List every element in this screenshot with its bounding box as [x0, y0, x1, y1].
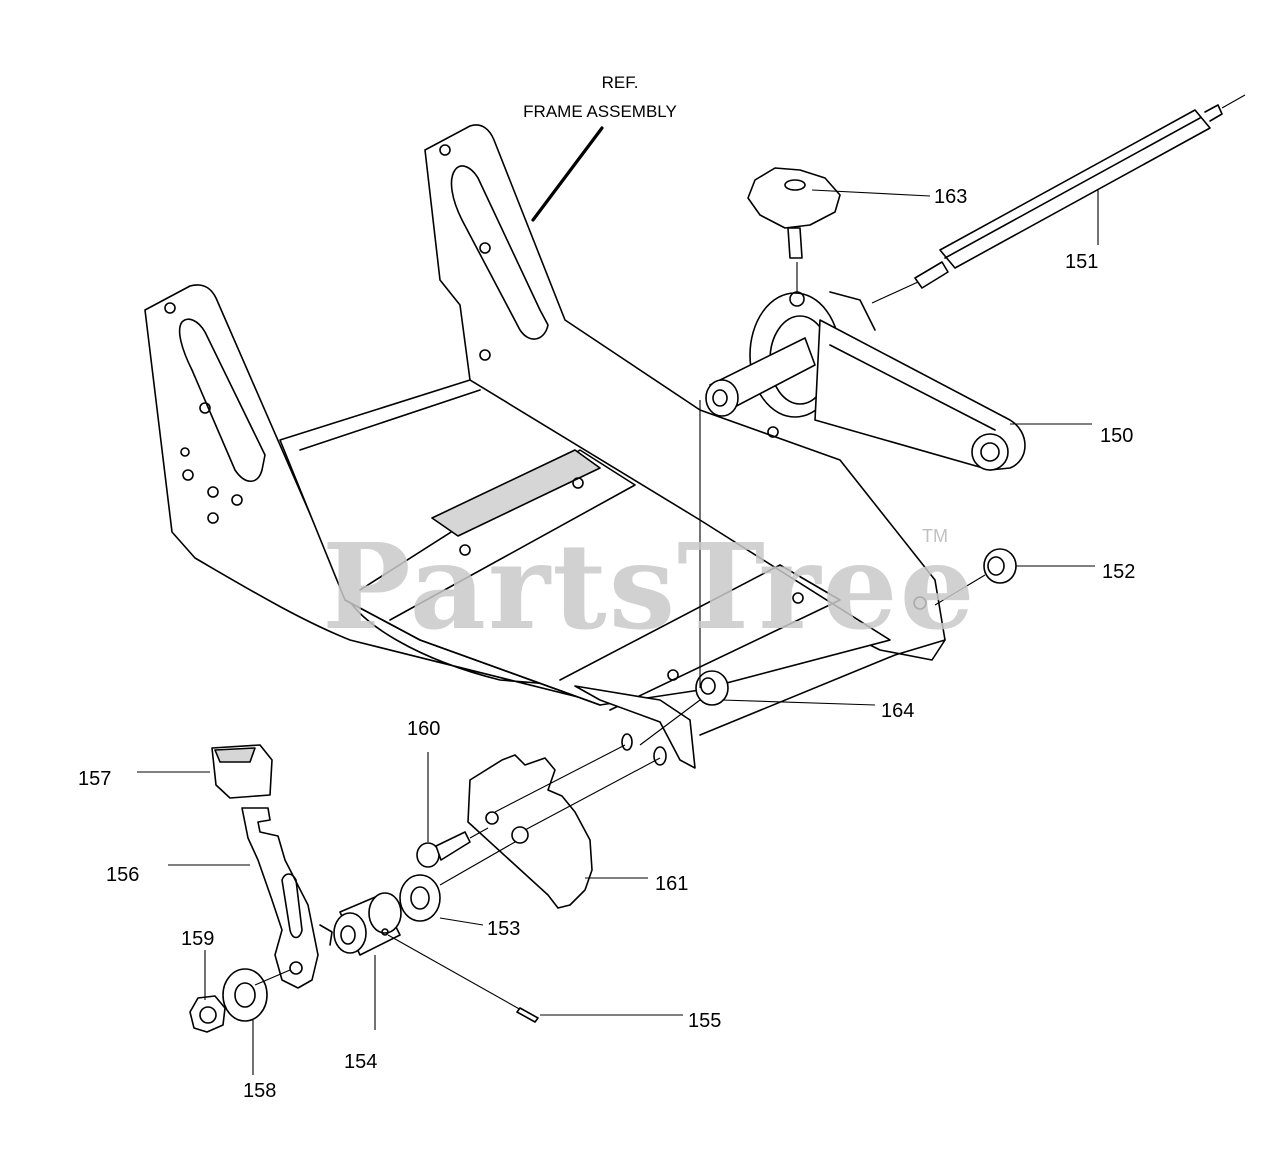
part-153-washer — [399, 841, 516, 922]
callout-154: 154 — [344, 1051, 377, 1073]
callout-158: 158 — [243, 1080, 276, 1102]
callout-151: 151 — [1065, 251, 1098, 273]
watermark-text: PartsTree — [322, 517, 977, 656]
callout-150: 150 — [1100, 425, 1133, 447]
part-152-pushnut — [934, 548, 1017, 606]
callout-160: 160 — [407, 718, 440, 740]
part-155-pin — [387, 934, 539, 1023]
callout-labels: 150 151 152 153 154 155 156 157 158 159 … — [78, 186, 1135, 1102]
leader-164 — [721, 699, 876, 706]
callout-152: 152 — [1102, 561, 1135, 583]
part-158-washer — [222, 968, 291, 1022]
callout-leaders — [137, 189, 1099, 1075]
part-164-bushing — [639, 400, 729, 746]
watermark-trademark: TM — [922, 526, 948, 546]
callout-157: 157 — [78, 768, 111, 790]
part-157-grip — [211, 744, 273, 799]
part-156-lever — [241, 807, 333, 989]
part-163-knob — [747, 167, 841, 292]
leader-153 — [439, 917, 484, 926]
callout-164: 164 — [881, 700, 914, 722]
callout-155: 155 — [688, 1010, 721, 1032]
frame-assembly — [144, 124, 946, 769]
ref-label: REF. — [602, 73, 639, 92]
part-150-arm — [705, 291, 1026, 471]
part-160-screw — [416, 752, 489, 868]
frame-ref-leader — [531, 126, 604, 222]
part-161-index-plate — [467, 744, 661, 909]
callout-163: 163 — [934, 186, 967, 208]
leader-163 — [811, 189, 931, 197]
part-151-rod — [871, 94, 1246, 304]
callout-156: 156 — [106, 864, 139, 886]
callout-159: 159 — [181, 928, 214, 950]
callout-161: 161 — [655, 873, 688, 895]
callout-153: 153 — [487, 918, 520, 940]
part-154-sleeve — [333, 892, 402, 956]
part-159-nut — [189, 995, 226, 1033]
frame-assembly-label: FRAME ASSEMBLY — [523, 102, 677, 121]
